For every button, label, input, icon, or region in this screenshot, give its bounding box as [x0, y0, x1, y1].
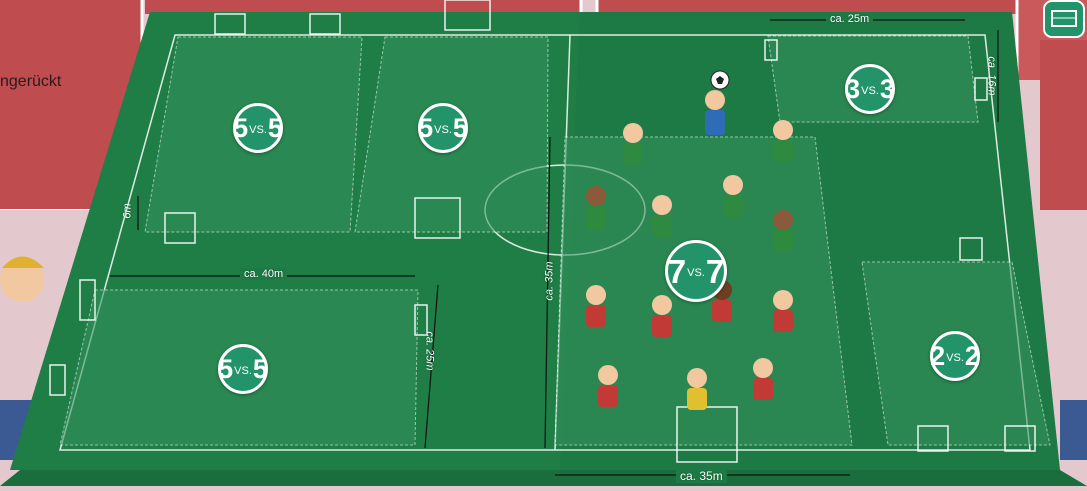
badge-count: 2	[930, 343, 945, 370]
measure-label-top-right-width: ca. 25m	[826, 13, 873, 25]
badge-vs: VS.	[249, 120, 267, 136]
measure-label-center-width: ca. 35m	[676, 469, 727, 483]
measure-label-bottom-left-width: ca. 40m	[240, 268, 287, 280]
badge-count: 5	[253, 356, 268, 383]
badge-count: 3	[845, 76, 860, 103]
measure-label-bottom-left-depth: ca. 25m	[424, 331, 436, 370]
badge-count: 5	[218, 356, 233, 383]
sidebar-text: ngerückt	[0, 73, 61, 91]
badge-count: 5	[233, 115, 248, 142]
badge-vs: VS.	[946, 348, 964, 364]
badge-vs: VS.	[687, 263, 705, 279]
soccer-ball-icon	[711, 71, 729, 89]
goal-icon[interactable]	[1043, 0, 1085, 38]
measure-label-top-right-depth: ca. 16m	[986, 56, 998, 95]
badge-count: 5	[418, 115, 433, 142]
badge-count: 2	[965, 343, 980, 370]
badge-count: 5	[453, 115, 468, 142]
badge-count: 7	[668, 255, 686, 288]
badge-count: 7	[706, 255, 724, 288]
badge-count: 3	[880, 76, 895, 103]
badge-vs: VS.	[234, 361, 252, 377]
badge-vs: VS.	[861, 81, 879, 97]
measure-label-left-small: 6m	[122, 203, 134, 218]
wall-panel-top-left	[145, 0, 581, 14]
wall-panel-right	[1040, 40, 1087, 210]
badge-count: 5	[268, 115, 283, 142]
measure-label-center-depth: ca. 35m	[544, 261, 556, 300]
badge-vs: VS.	[434, 120, 452, 136]
wall-panel-top-right	[597, 0, 1017, 14]
